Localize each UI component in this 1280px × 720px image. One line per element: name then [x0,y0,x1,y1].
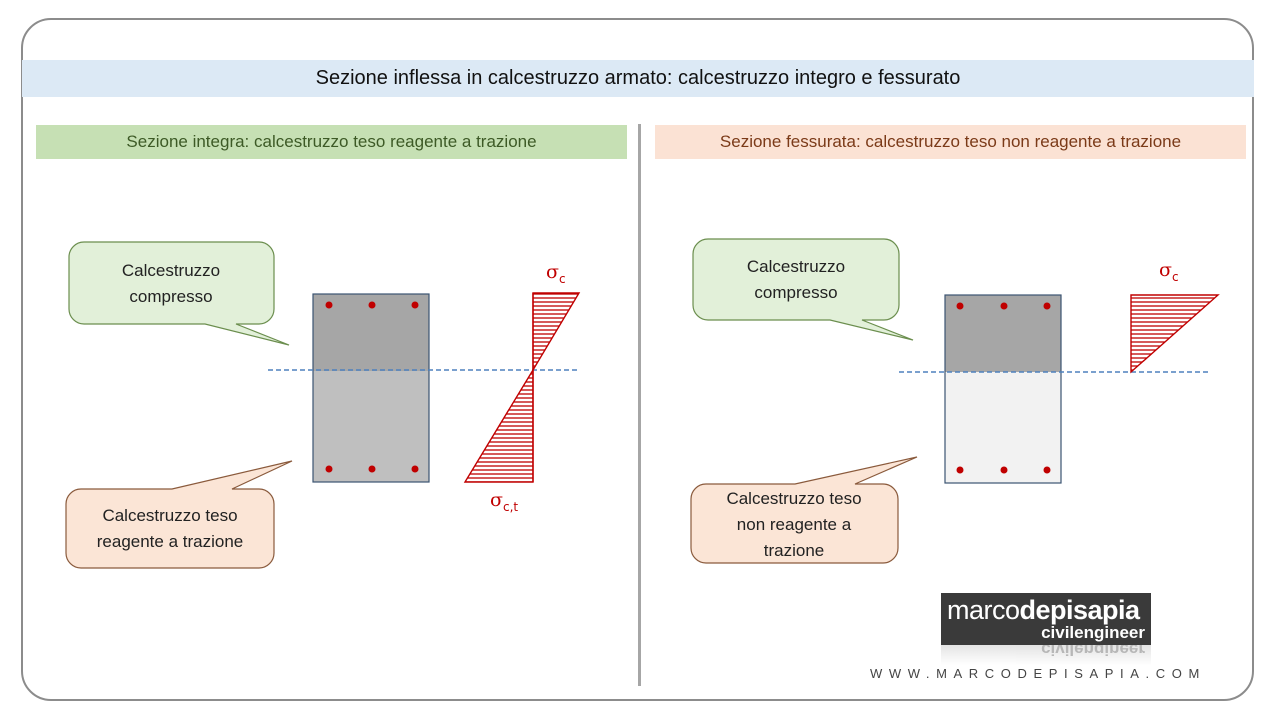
right-tension-zone [945,372,1061,483]
right-rebar-top-3 [1043,302,1051,310]
right-rebar-bottom-3 [1043,466,1051,474]
left-rebar-bottom-2 [368,465,376,473]
right-panel-header-text: Sezione fessurata: calcestruzzo teso non… [719,132,1182,151]
left-rebar-top-1 [325,301,333,309]
left-tension-zone [313,371,429,482]
website-url: WWW.MARCODEPISAPIA.COM [870,666,1206,681]
brand-logo-name: marcodepisapia [947,595,1140,625]
right-callout-compressed-line1: Calcestruzzo [747,257,845,276]
left-callout-tension-line1: Calcestruzzo teso [102,506,237,525]
right-callout-compressed [692,238,914,341]
right-callout-tension-line1: Calcestruzzo teso [726,489,861,508]
right-beam-section [944,294,1062,484]
left-rebar-bottom-3 [411,465,419,473]
left-sigma-ct-label: σc,t [490,489,518,514]
left-callout-compressed-line1: Calcestruzzo [122,261,220,280]
slide-title-text: Sezione inflessa in calcestruzzo armato:… [315,67,961,89]
left-callout-tension [65,460,293,569]
left-compression-stress [532,292,581,373]
panel-divider [638,124,641,686]
left-beam-section [312,293,430,483]
right-panel-header: Sezione fessurata: calcestruzzo teso non… [655,125,1246,159]
slide-title: Sezione inflessa in calcestruzzo armato:… [22,60,1254,97]
brand-logo: marcodepisapia civilengineer [941,593,1151,645]
left-callout-compressed-line2: compresso [129,287,212,306]
right-compression-stress [1130,294,1220,374]
right-callout-tension [690,456,918,564]
right-section-outline [944,294,1062,484]
right-callout-tension-line3: trazione [764,541,824,560]
right-rebar-bottom-1 [956,466,964,474]
right-sigma-c-label: σc [1159,259,1179,284]
left-rebar-bottom-1 [325,465,333,473]
left-rebar-top-2 [368,301,376,309]
right-rebar-top-2 [1000,302,1008,310]
left-sigma-c-label: σc [546,261,566,286]
right-rebar-bottom-2 [1000,466,1008,474]
left-panel-header: Sezione integra: calcestruzzo teso reage… [36,125,627,159]
right-stress-diagram [1130,294,1220,374]
left-section-outline [312,293,430,483]
right-rebar-top-1 [956,302,964,310]
left-callout-tension-line2: reagente a trazione [97,532,244,551]
right-callout-tension-line2: non reagente a [737,515,852,534]
brand-logo-subtitle: civilengineer [1041,623,1145,642]
left-rebar-top-3 [411,301,419,309]
left-callout-compressed [68,241,290,346]
right-callout-compressed-line2: compresso [754,283,837,302]
brand-logo-reflection: civilengineer [941,645,1151,665]
left-tension-stress [463,367,534,483]
left-panel-header-text: Sezione integra: calcestruzzo teso reage… [126,132,537,151]
left-stress-diagram [463,292,581,483]
